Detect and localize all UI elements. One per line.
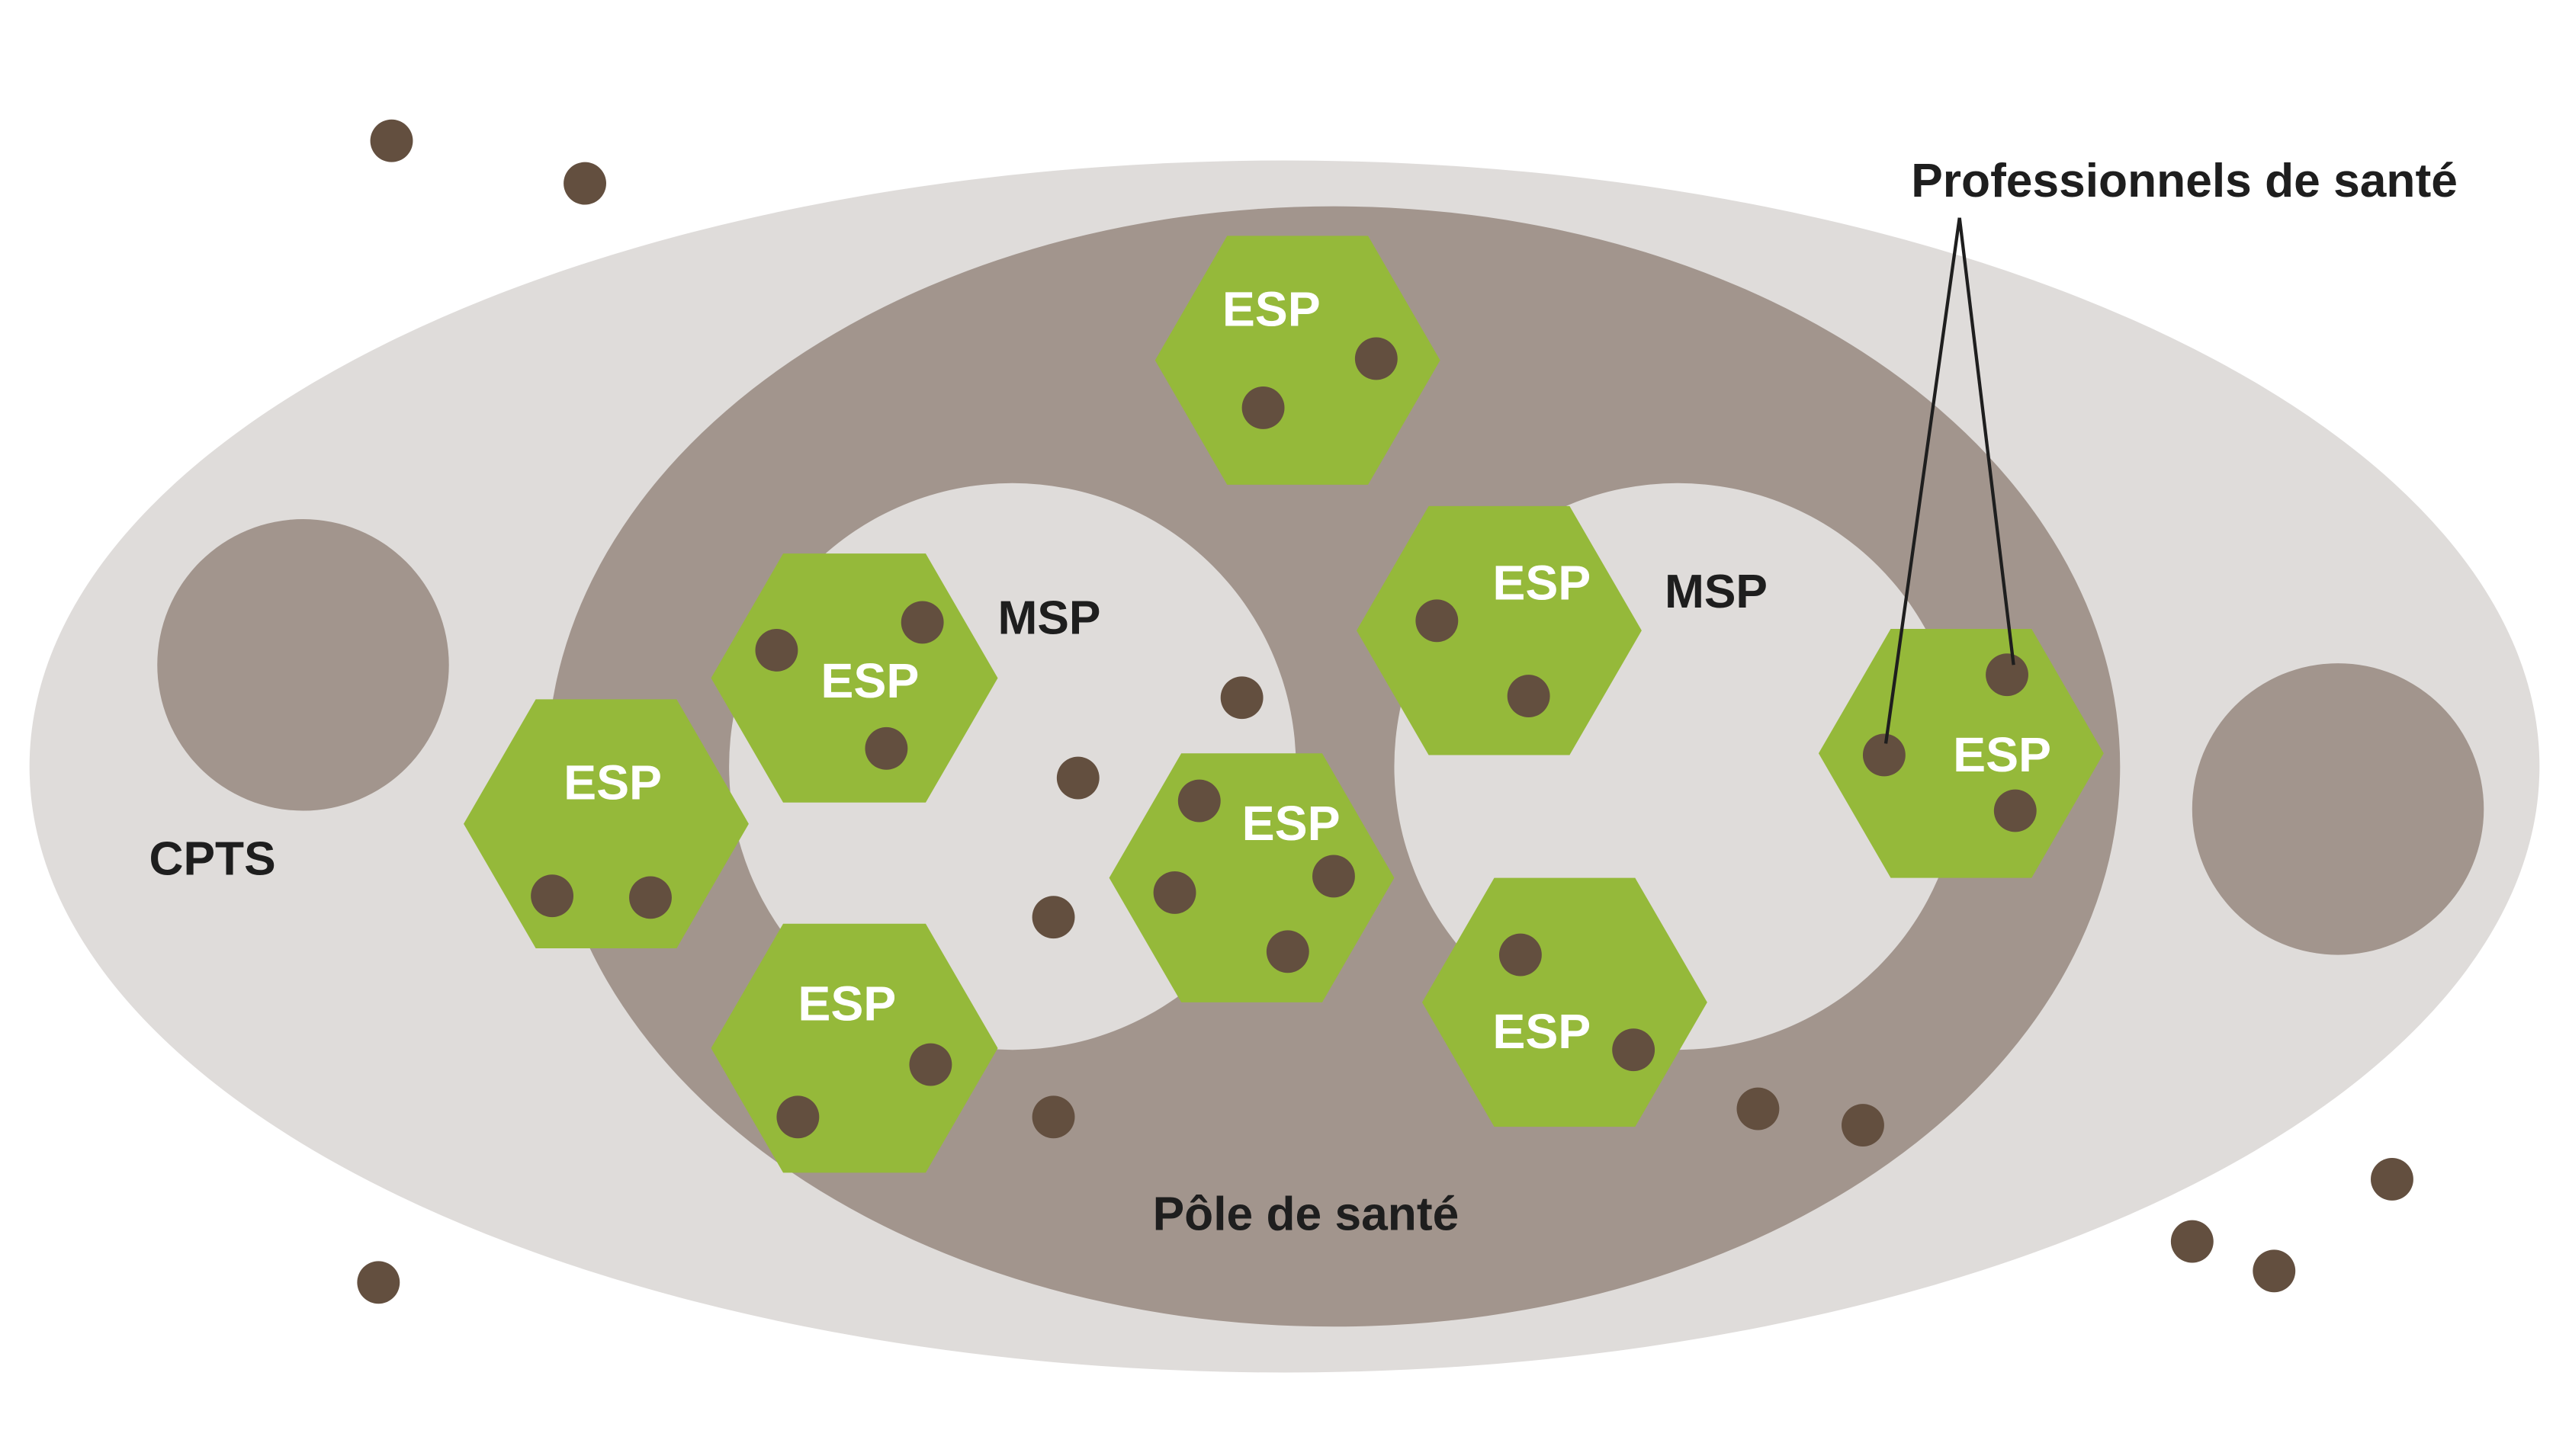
side-circle-left: [157, 519, 449, 811]
side-circle-right: [2192, 663, 2484, 955]
professional-dot: [1993, 789, 2037, 832]
professional-dot: [564, 162, 606, 205]
professional-dot: [865, 726, 908, 770]
esp-label: ESP: [1492, 1004, 1591, 1059]
professional-dot: [1736, 1087, 1780, 1130]
professional-dot: [901, 601, 944, 644]
esp-hexagon: [1154, 236, 1440, 485]
professional-dot: [776, 1095, 820, 1139]
professional-dot: [2371, 1158, 2413, 1201]
esp-label: ESP: [1242, 796, 1341, 851]
professionals-label: Professionnels de santé: [1911, 155, 2458, 207]
professional-dot: [2253, 1249, 2296, 1293]
pole-de-sante-label: Pôle de santé: [1153, 1188, 1460, 1241]
professional-dot: [755, 629, 798, 672]
callout-line: [1957, 217, 2015, 665]
professional-dot: [370, 119, 413, 162]
esp-label: ESP: [820, 653, 919, 708]
msp-left-label: MSP: [997, 592, 1100, 644]
professional-dot: [1153, 871, 1196, 914]
professional-dots: [357, 119, 2413, 1304]
professional-dot: [531, 874, 574, 918]
professional-dot: [2170, 1220, 2214, 1263]
professional-dot: [1220, 676, 1264, 720]
professional-dot: [909, 1043, 952, 1086]
esp-hexagon: [1109, 753, 1395, 1002]
professional-dot: [1266, 930, 1309, 973]
professional-dot: [1177, 779, 1221, 823]
professional-dot: [1498, 933, 1542, 977]
professional-dot: [1986, 653, 2028, 697]
callout-lines: [1883, 217, 2015, 744]
professional-dot: [1507, 675, 1550, 718]
professional-dot: [1312, 855, 1355, 898]
professional-dot: [629, 876, 672, 919]
esp-label: ESP: [564, 755, 662, 810]
professional-dot: [357, 1261, 400, 1304]
professional-dot: [1842, 1104, 1884, 1147]
esp-label: ESP: [1492, 555, 1591, 610]
professional-dot: [1415, 599, 1459, 643]
cpts-label: CPTS: [149, 832, 276, 885]
callout-line: [1883, 217, 1961, 744]
professional-dot: [1862, 733, 1906, 777]
professional-dot: [1241, 386, 1285, 429]
esp-label: ESP: [1953, 727, 2051, 782]
msp-right-label: MSP: [1665, 566, 1768, 618]
professional-dot: [1032, 896, 1075, 939]
esp-label: ESP: [1222, 282, 1321, 337]
professional-dot: [1354, 337, 1398, 380]
professional-dot: [1056, 756, 1100, 800]
professional-dot: [1032, 1095, 1075, 1139]
professional-dot: [1612, 1028, 1655, 1072]
esp-hexagon: [1357, 505, 1642, 755]
esp-label: ESP: [798, 977, 896, 1031]
